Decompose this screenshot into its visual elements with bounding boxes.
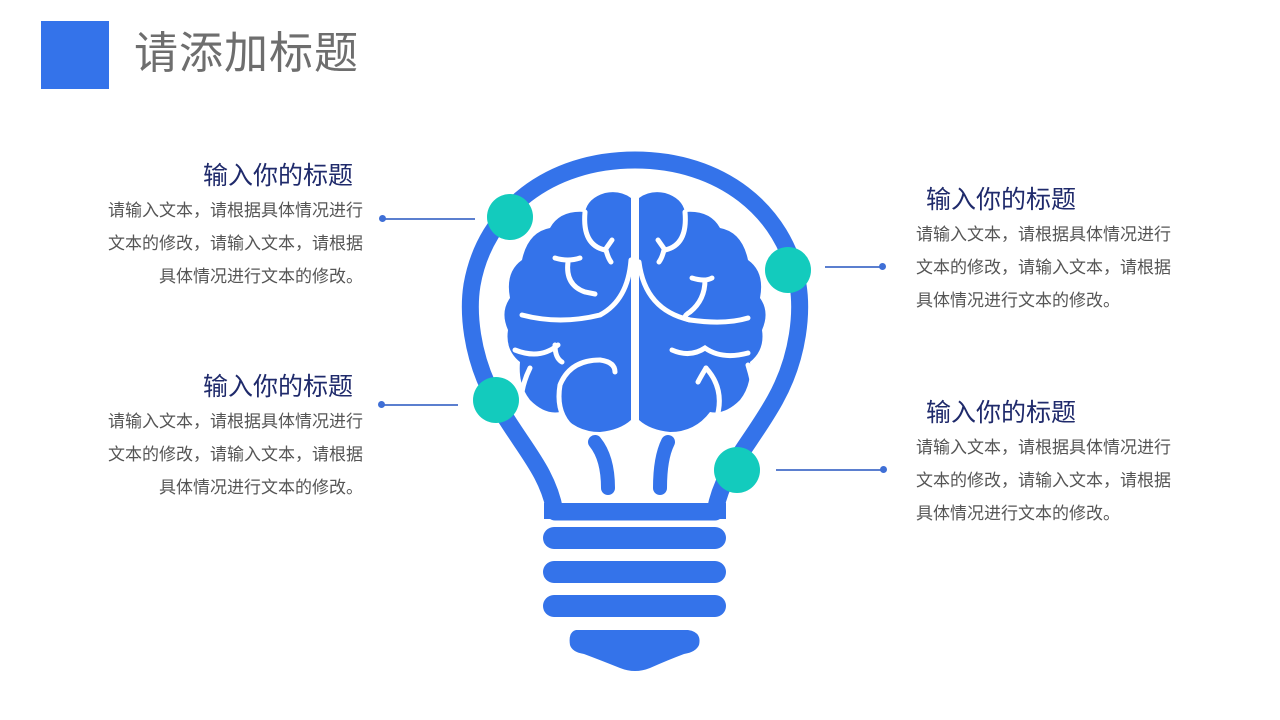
connector-top-left xyxy=(383,218,475,220)
connector-bottom-left xyxy=(382,404,458,406)
text-block-bottom-left: 输入你的标题 请输入文本，请根据具体情况进行 文本的修改，请输入文本，请根据 具… xyxy=(73,370,363,505)
page-title: 请添加标题 xyxy=(134,28,359,79)
connector-dot-top-left xyxy=(379,215,386,222)
block-heading: 输入你的标题 xyxy=(202,372,353,401)
node-top-left xyxy=(487,194,533,240)
text-block-bottom-right: 输入你的标题 请输入文本，请根据具体情况进行 文本的修改，请输入文本，请根据 具… xyxy=(916,396,1206,531)
connector-dot-bottom-right xyxy=(880,466,887,473)
connector-dot-bottom-left xyxy=(378,401,385,408)
block-heading: 输入你的标题 xyxy=(202,161,353,190)
block-body: 请输入文本，请根据具体情况进行 文本的修改，请输入文本，请根据 具体情况进行文本… xyxy=(108,201,363,287)
connector-dot-top-right xyxy=(879,263,886,270)
title-accent-square xyxy=(41,21,109,89)
node-bottom-left xyxy=(473,377,519,423)
connector-bottom-right xyxy=(776,469,884,471)
block-body: 请输入文本，请根据具体情况进行 文本的修改，请输入文本，请根据 具体情况进行文本… xyxy=(916,438,1171,524)
text-block-top-right: 输入你的标题 请输入文本，请根据具体情况进行 文本的修改，请输入文本，请根据 具… xyxy=(916,183,1206,318)
block-body: 请输入文本，请根据具体情况进行 文本的修改，请输入文本，请根据 具体情况进行文本… xyxy=(916,225,1171,311)
text-block-top-left: 输入你的标题 请输入文本，请根据具体情况进行 文本的修改，请输入文本，请根据 具… xyxy=(73,159,363,294)
connector-top-right xyxy=(825,266,883,268)
block-heading: 输入你的标题 xyxy=(926,185,1077,214)
block-body: 请输入文本，请根据具体情况进行 文本的修改，请输入文本，请根据 具体情况进行文本… xyxy=(108,412,363,498)
node-top-right xyxy=(765,247,811,293)
node-bottom-right xyxy=(714,447,760,493)
block-heading: 输入你的标题 xyxy=(926,398,1077,427)
